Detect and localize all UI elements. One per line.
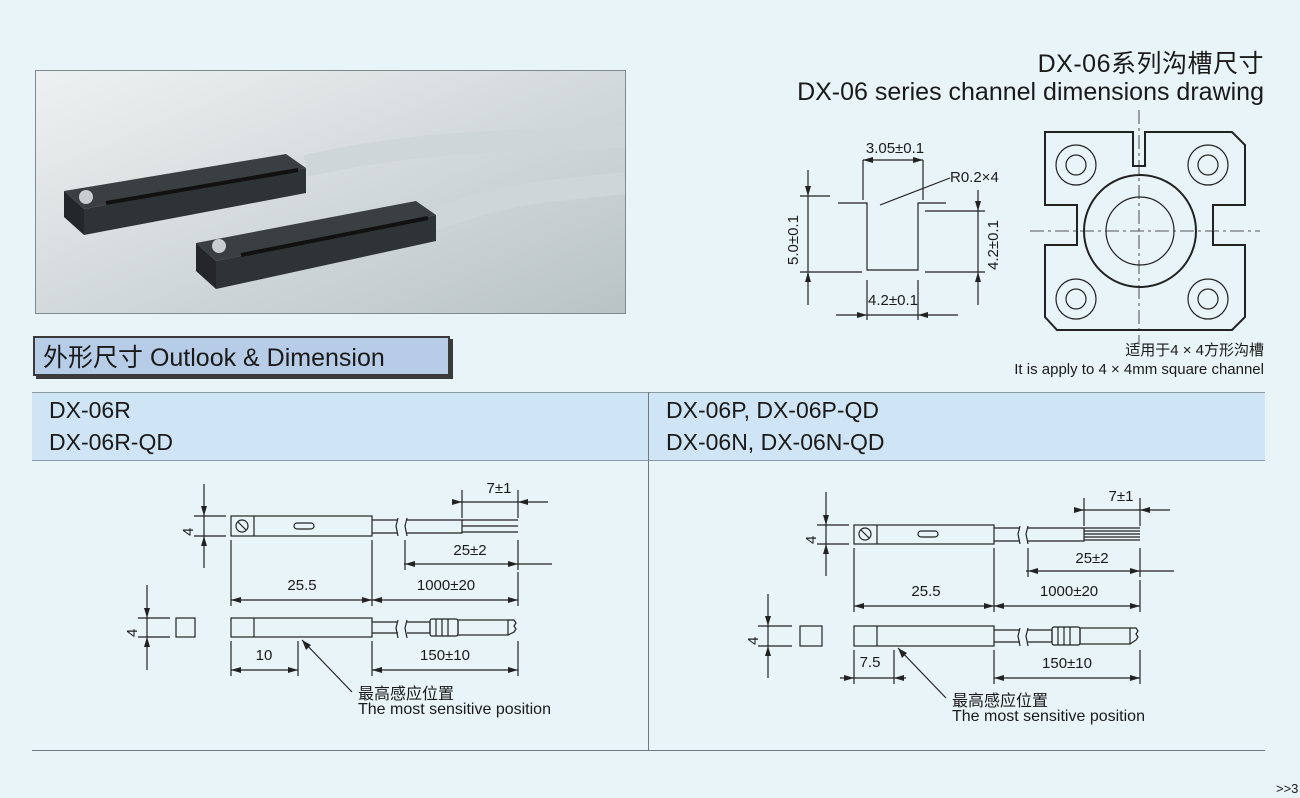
bottom-rule (32, 750, 1265, 751)
left-dim-cable-len: 1000±20 (416, 577, 476, 594)
left-model-line2: DX-06R-QD (49, 429, 173, 455)
channel-note-en: It is apply to 4 × 4mm square channel (1014, 361, 1264, 378)
left-dim-body-len: 25.5 (287, 577, 317, 594)
column-divider (648, 392, 649, 750)
section-heading: 外形尺寸 Outlook & Dimension (33, 336, 450, 376)
right-dim-cable-len: 1000±20 (1039, 583, 1099, 600)
right-dim-body-len: 25.5 (911, 583, 941, 600)
right-dim-sense-pos: 7.5 (859, 654, 881, 671)
right-model-line2: DX-06N, DX-06N-QD (666, 429, 885, 455)
left-sensitive-cn: 最高感应位置 (358, 686, 455, 703)
channel-note-cn: 适用于4 × 4方形沟槽 (1125, 342, 1264, 359)
dim-bottom-width: 4.2±0.1 (868, 292, 918, 309)
right-dimension-drawing (758, 492, 1174, 699)
right-sensitive-cn: 最高感应位置 (952, 693, 1049, 710)
left-sensitive-en: The most sensitive position (358, 701, 551, 718)
dim-top-width: 3.05±0.1 (865, 140, 925, 157)
left-dim-lead-wires: 25±2 (453, 542, 487, 559)
next-page-indicator[interactable]: >>3 (1276, 781, 1299, 796)
right-dim-height-top: 4 (803, 535, 820, 544)
right-dim-lead-wires: 25±2 (1075, 550, 1109, 567)
right-dim-lead-strip: 7±1 (1108, 488, 1134, 505)
left-dimension-drawing (138, 484, 552, 693)
dim-radius: R0.2×4 (950, 169, 999, 186)
left-model-line1: DX-06R (49, 397, 131, 423)
channel-title-en: DX-06 series channel dimensions drawing (797, 78, 1264, 106)
channel-drawing (800, 110, 1260, 345)
right-dim-height-side: 4 (745, 636, 762, 645)
right-model-line1: DX-06P, DX-06P-QD (666, 397, 880, 423)
channel-title-cn: DX-06系列沟槽尺寸 (1037, 50, 1264, 78)
left-dim-sense-pos: 10 (255, 647, 273, 664)
product-photo (35, 70, 626, 314)
right-sensitive-en: The most sensitive position (952, 708, 1145, 725)
left-dim-lead-strip: 7±1 (486, 480, 512, 497)
left-dim-qd-cable: 150±10 (420, 647, 470, 664)
right-dim-qd-cable: 150±10 (1042, 655, 1092, 672)
